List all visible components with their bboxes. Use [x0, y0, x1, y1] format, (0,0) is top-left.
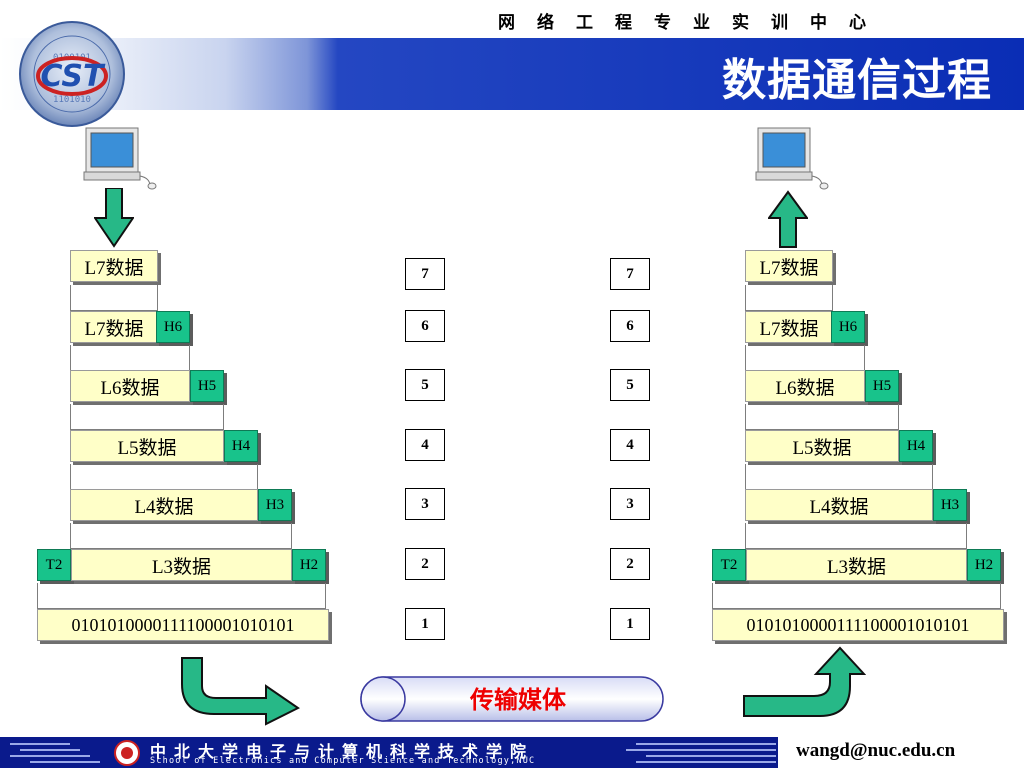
stack-label-l5: L5数据	[745, 430, 899, 462]
stack-bracket	[745, 404, 899, 430]
stack-label-l3: L3数据	[746, 549, 967, 581]
stack-bracket	[37, 583, 326, 609]
computer-icon	[755, 127, 829, 190]
stack-bracket	[745, 523, 967, 549]
header-h2: H2	[967, 549, 1001, 581]
header-h5: H5	[190, 370, 224, 402]
layer-box-5: 5	[405, 369, 445, 401]
stack-label-l4: L4数据	[70, 489, 258, 521]
header-char: 网	[498, 13, 515, 33]
layer-box-7: 7	[610, 258, 650, 290]
footer-stripes	[10, 743, 100, 763]
university-seal-icon	[114, 740, 140, 766]
layer-box-6: 6	[610, 310, 650, 342]
stack-label-l7: L7数据	[745, 250, 833, 282]
layer-box-4: 4	[610, 429, 650, 461]
computer-icon	[83, 127, 157, 190]
header-char: 络	[537, 13, 554, 33]
header-char: 中	[810, 13, 827, 33]
layer-box-5: 5	[610, 369, 650, 401]
header-char: 程	[615, 13, 632, 33]
transmission-medium	[360, 676, 664, 722]
footer-stripes	[626, 743, 776, 763]
layer-box-3: 3	[610, 488, 650, 520]
bit-stream: 0101010000111100001010101	[712, 609, 1004, 641]
stack-bracket	[70, 345, 190, 371]
medium-label: 传输媒体	[470, 686, 566, 714]
layer-box-2: 2	[610, 548, 650, 580]
stack-label-l4: L4数据	[745, 489, 933, 521]
header-char: 心	[849, 13, 866, 33]
stack-bracket	[745, 285, 833, 311]
header-h2: H2	[292, 549, 326, 581]
header-center-title: 网络工程专业实训中心	[487, 8, 1007, 34]
arrow-up-icon	[768, 190, 808, 248]
footer-school-en: School of Electronics and Computer Scien…	[150, 756, 536, 766]
layer-box-4: 4	[405, 429, 445, 461]
header-h6: H6	[831, 311, 865, 343]
header-char: 专	[654, 13, 671, 33]
header-h4: H4	[224, 430, 258, 462]
stack-bracket	[70, 523, 292, 549]
svg-text:CST: CST	[40, 59, 106, 94]
header-char: 训	[771, 13, 788, 33]
footer-school-cn: 中北大学电子与计算机科学技术学院	[150, 742, 535, 761]
curved-arrow-icon	[181, 657, 300, 726]
curved-arrow-icon	[743, 646, 866, 717]
layer-box-6: 6	[405, 310, 445, 342]
stack-label-l7: L7数据	[70, 250, 158, 282]
stack-label-l7: L7数据	[745, 311, 833, 343]
page-title: 数据通信过程	[722, 55, 992, 106]
stack-bracket	[745, 345, 865, 371]
stack-bracket	[70, 404, 224, 430]
layer-box-7: 7	[405, 258, 445, 290]
stack-label-l6: L6数据	[745, 370, 865, 402]
trailer-t2: T2	[712, 549, 746, 581]
layer-box-2: 2	[405, 548, 445, 580]
title-band	[0, 38, 1024, 110]
stack-label-l3: L3数据	[71, 549, 292, 581]
footer-email-area	[778, 737, 1024, 768]
svg-text:1101010: 1101010	[53, 95, 91, 105]
stack-label-l6: L6数据	[70, 370, 190, 402]
header-char: 实	[732, 13, 749, 33]
stack-bracket	[712, 583, 1001, 609]
stack-bracket	[745, 464, 933, 490]
header-char: 业	[693, 13, 710, 33]
arrow-down-icon	[94, 188, 134, 248]
header-h4: H4	[899, 430, 933, 462]
header-h3: H3	[933, 489, 967, 521]
header-h5: H5	[865, 370, 899, 402]
trailer-t2: T2	[37, 549, 71, 581]
layer-box-3: 3	[405, 488, 445, 520]
stack-bracket	[70, 464, 258, 490]
footer-email[interactable]: wangd@nuc.edu.cn	[796, 740, 956, 761]
header-h3: H3	[258, 489, 292, 521]
layer-box-1: 1	[405, 608, 445, 640]
header-h6: H6	[156, 311, 190, 343]
bit-stream: 0101010000111100001010101	[37, 609, 329, 641]
stack-label-l7: L7数据	[70, 311, 158, 343]
stack-bracket	[70, 285, 158, 311]
layer-box-1: 1	[610, 608, 650, 640]
header-char: 工	[576, 13, 593, 33]
logo-icon: 0100101 1101010 CST	[19, 21, 125, 127]
stack-label-l5: L5数据	[70, 430, 224, 462]
